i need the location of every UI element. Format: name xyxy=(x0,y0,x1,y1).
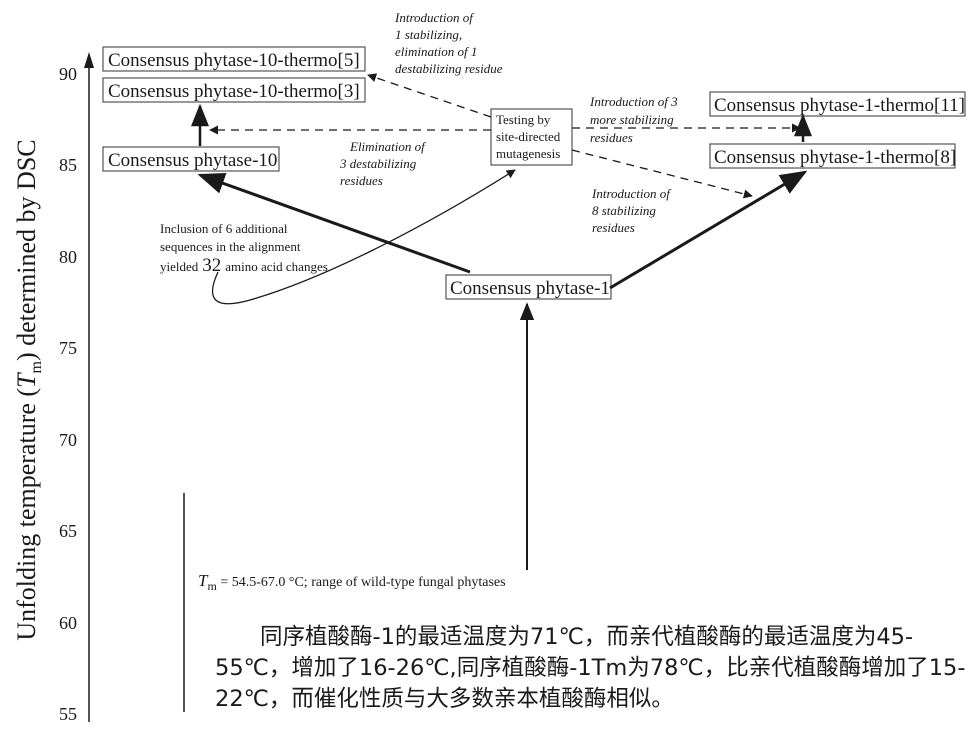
box-consensus-phytase-1: Consensus phytase-1 xyxy=(445,274,612,300)
y-tick-60: 60 xyxy=(59,613,77,633)
svg-text:residues: residues xyxy=(592,220,635,235)
y-tick-80: 80 xyxy=(59,247,77,267)
svg-text:Elimination of: Elimination of xyxy=(349,139,427,154)
box-label: Consensus phytase-10-thermo[5] xyxy=(108,50,360,71)
svg-text:1 stabilizing,: 1 stabilizing, xyxy=(395,27,462,42)
annotation-intro-1: Introduction of 1 stabilizing, eliminati… xyxy=(394,10,503,76)
y-tick-55: 55 xyxy=(59,704,77,724)
testing-line-1: Testing by xyxy=(496,112,551,127)
svg-text:more stabilizing: more stabilizing xyxy=(590,112,674,127)
svg-text:Introduction of: Introduction of xyxy=(591,186,672,201)
caption-paragraph: 同序植酸酶-1的最适温度为71℃，而亲代植酸酶的最适温度为45-55℃，增加了1… xyxy=(215,624,966,712)
box-label: Consensus phytase-1-thermo[8] xyxy=(714,147,956,168)
y-tick-75: 75 xyxy=(59,338,77,358)
svg-text:residues: residues xyxy=(340,173,383,188)
curve-arrow-to-testing xyxy=(211,169,516,305)
annotation-tm-range: Tm = 54.5-67.0 °C; range of wild-type fu… xyxy=(198,571,506,593)
annotation-elim-3: Elimination of 3 destabilizing residues xyxy=(339,139,427,188)
box-consensus-phytase-10-thermo-5: Consensus phytase-10-thermo[5] xyxy=(102,46,366,72)
y-tick-70: 70 xyxy=(59,430,77,450)
svg-text:Inclusion of 6 additional: Inclusion of 6 additional xyxy=(160,221,288,236)
y-tick-65: 65 xyxy=(59,521,77,541)
y-tick-85: 85 xyxy=(59,155,77,175)
dashed-arrow-to-thermo-8 xyxy=(571,149,753,199)
arrow-consensus-1-to-10 xyxy=(197,173,471,274)
svg-text:sequences in the alignment: sequences in the alignment xyxy=(160,239,301,254)
svg-text:8 stabilizing: 8 stabilizing xyxy=(592,203,656,218)
box-label: Consensus phytase-1 xyxy=(450,278,610,299)
box-consensus-phytase-1-thermo-8: Consensus phytase-1-thermo[8] xyxy=(709,143,956,169)
annotation-intro-3: Introduction of 3 more stabilizing resid… xyxy=(589,94,678,145)
svg-text:elimination of 1: elimination of 1 xyxy=(395,44,477,59)
box-testing-site-directed-mutagenesis: Testing by site-directed mutagenesis xyxy=(490,108,573,166)
annotation-intro-8: Introduction of 8 stabilizing residues xyxy=(591,186,672,235)
y-axis: 90 85 80 75 70 65 60 55 Unfolding temper… xyxy=(12,52,94,724)
y-axis-label: Unfolding temperature (Tm) determined by… xyxy=(12,139,45,640)
annotation-inclusion: Inclusion of 6 additional sequences in t… xyxy=(160,221,328,276)
svg-text:Introduction of: Introduction of xyxy=(394,10,475,25)
svg-text:3 destabilizing: 3 destabilizing xyxy=(339,156,417,171)
y-axis-arrow-icon xyxy=(84,52,94,68)
box-consensus-phytase-1-thermo-11: Consensus phytase-1-thermo[11] xyxy=(709,91,966,117)
y-tick-90: 90 xyxy=(59,64,77,84)
testing-line-3: mutagenesis xyxy=(496,146,560,161)
dashed-arrow-to-thermo-5 xyxy=(367,73,492,118)
svg-text:destabilizing residue: destabilizing residue xyxy=(395,61,503,76)
box-label: Consensus phytase-1-thermo[11] xyxy=(714,95,965,116)
testing-line-2: site-directed xyxy=(496,129,561,144)
arrow-consensus-1-to-thermo-8 xyxy=(609,170,808,290)
svg-text:residues: residues xyxy=(590,130,633,145)
box-label: Consensus phytase-10-thermo[3] xyxy=(108,81,360,102)
box-consensus-phytase-10: Consensus phytase-10 xyxy=(102,146,280,172)
caption-text-block: 同序植酸酶-1的最适温度为71℃，而亲代植酸酶的最适温度为45-55℃，增加了1… xyxy=(215,622,975,715)
box-consensus-phytase-10-thermo-3: Consensus phytase-10-thermo[3] xyxy=(102,77,366,103)
svg-text:Introduction of 3: Introduction of 3 xyxy=(589,94,678,109)
box-label: Consensus phytase-10 xyxy=(108,150,277,171)
